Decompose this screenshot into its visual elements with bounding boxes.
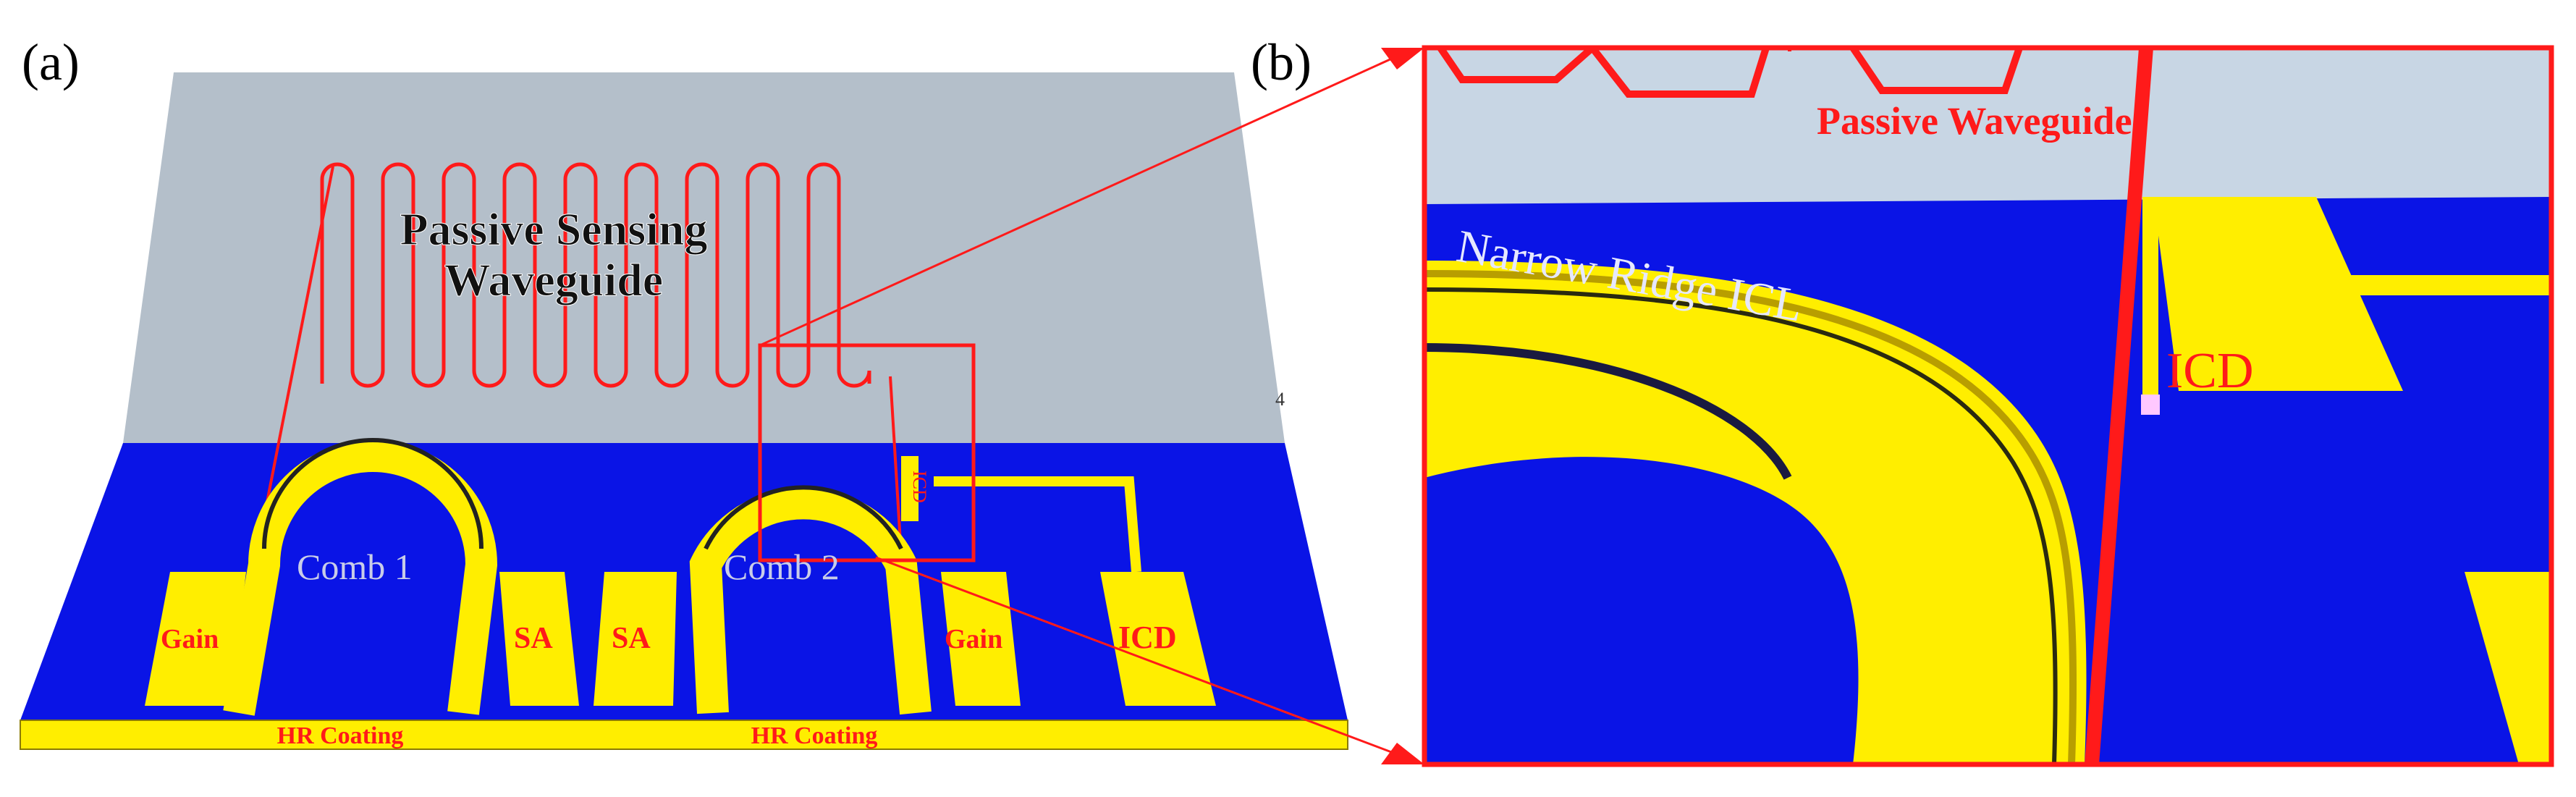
zoom-passive-waveguide [2085, 48, 2153, 764]
zoom-passive-region [1424, 48, 2551, 204]
zoom-icd-tip [2141, 395, 2160, 415]
icd-small-detector [901, 456, 919, 521]
sa-pad-left [499, 572, 579, 706]
panel-a: (a) Passive Sensing Waveguide I [20, 33, 1348, 750]
zoom-frame [1422, 45, 2554, 767]
zoom-icd-trace [2258, 275, 2551, 295]
zoom-passive-label: Passive Waveguide [1817, 99, 2132, 143]
stray-mark: 4 [1275, 389, 1285, 410]
hr-coating-label-1: HR Coating [277, 722, 404, 749]
gain-label-right: Gain [945, 624, 1002, 654]
zoom-arrow-top [1381, 48, 1424, 69]
gain-label-left: Gain [161, 624, 219, 654]
hr-coating-strip [20, 720, 1348, 750]
serpentine-waveguide [320, 162, 871, 388]
panel-a-tag: (a) [22, 33, 80, 91]
zoom-ridge-edge-inner [1424, 287, 2058, 764]
zoom-lower-pad [2465, 572, 2551, 764]
chip-surface [123, 72, 1285, 443]
zoom-narrow-ridge [1424, 261, 2087, 764]
zoom-box [758, 343, 976, 562]
sa-pad-right [594, 572, 677, 706]
icd-small-label: ICD [909, 471, 930, 503]
laser-region [20, 443, 1348, 720]
zoom-arrow-bottom [1381, 743, 1424, 764]
zoom-line-bottom [875, 556, 1394, 754]
sensing-label-line2: Waveguide [444, 254, 663, 305]
zoom-serpentine-loops [1437, 48, 2023, 98]
comb1-label: Comb 1 [297, 547, 413, 587]
zoom-icd-label: ICD [2166, 343, 2254, 399]
comb2-arch-edge [704, 485, 903, 550]
zoom-ridge-inner-shadow [1424, 343, 1792, 480]
comb1-arch [223, 440, 498, 716]
comb2-arch [689, 487, 932, 715]
comb1-arch-edge [262, 438, 483, 549]
comb2-label: Comb 2 [724, 547, 840, 587]
zoom-connectors [759, 48, 1424, 764]
gain-pad-left [145, 572, 246, 706]
panel-b: (b) Passive W [1251, 33, 2554, 767]
icd-pad [1100, 572, 1216, 706]
panel-b-tag: (b) [1251, 33, 1312, 91]
icd-pad-label: ICD [1118, 620, 1177, 655]
sensing-label-line1: Passive Sensing [400, 203, 708, 255]
hr-coating-label-2: HR Coating [751, 722, 878, 749]
zoom-ridge-edge-outer [1424, 270, 2077, 764]
sa-label-left: SA [514, 622, 553, 655]
zoom-icd-detector [2142, 197, 2158, 407]
icd-trace [934, 476, 1141, 573]
zoom-line-top [759, 56, 1394, 347]
sa-label-right: SA [612, 622, 651, 655]
